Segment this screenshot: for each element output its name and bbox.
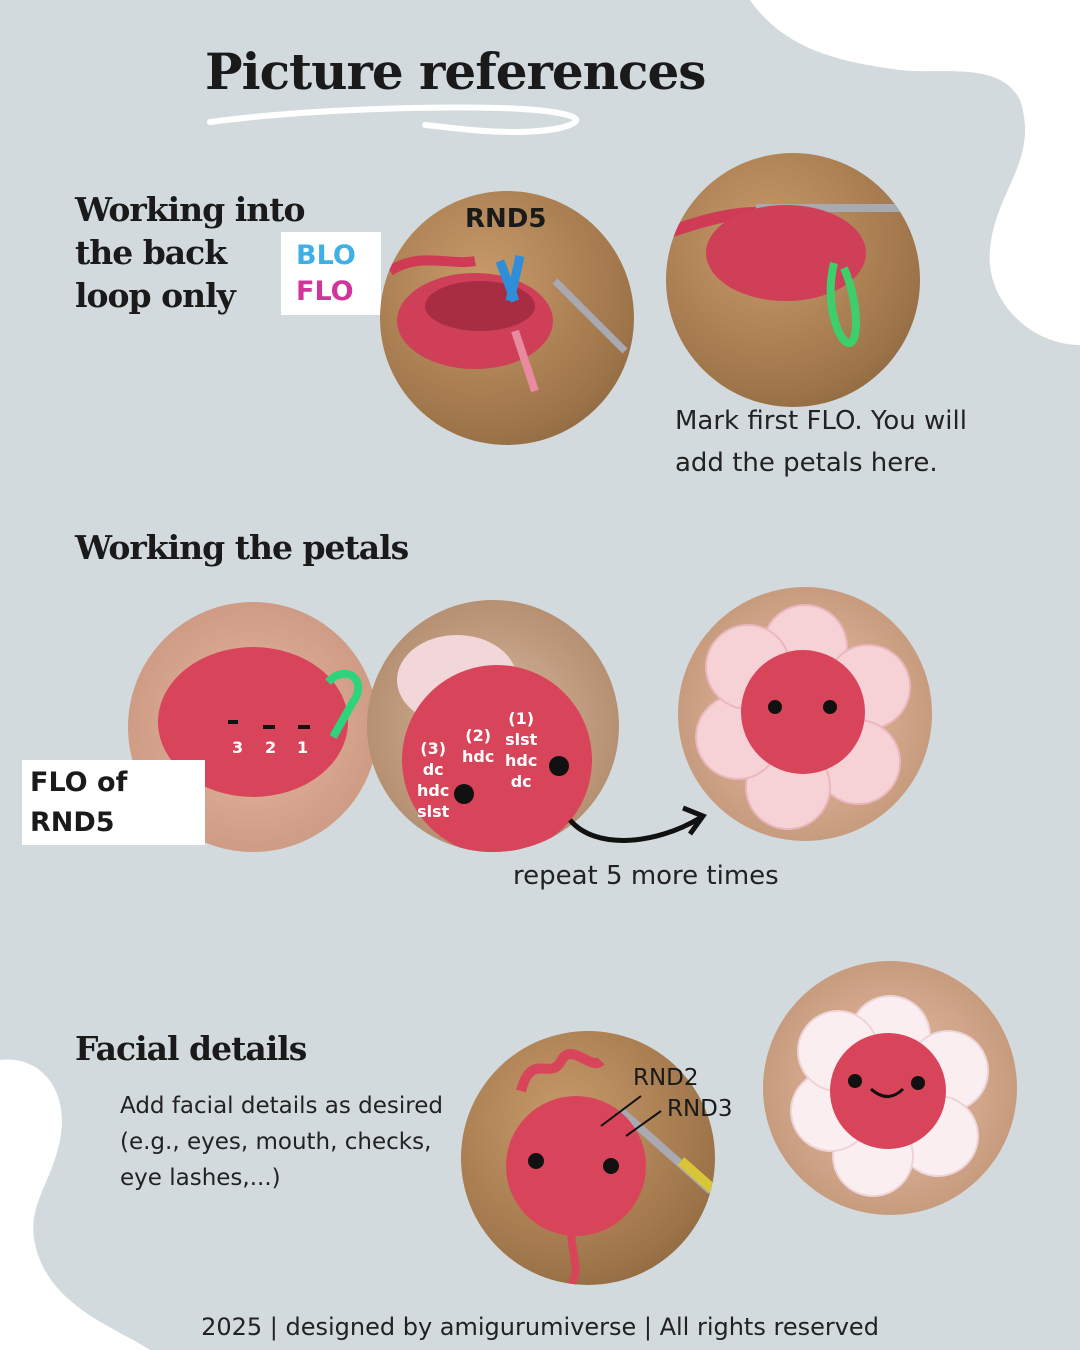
round-label-rnd2: RND2 (633, 1065, 699, 1091)
description-line: eye lashes,...) (120, 1165, 281, 1191)
group-number: (3) (420, 739, 447, 758)
round-label-rnd3: RND3 (667, 1096, 733, 1122)
caption-line: Mark first FLO. You will (675, 406, 967, 436)
stitch: hdc (462, 747, 495, 766)
blo-flo-legend: BLO FLO (281, 232, 381, 315)
stitch: dc (510, 772, 532, 791)
stitch-group-3: (3) dc hdc slst (417, 738, 449, 822)
curved-arrow-icon (568, 805, 707, 843)
stitch: slst (417, 802, 450, 821)
heading-line: Working into (75, 190, 306, 229)
marker-number: 2 (265, 738, 277, 757)
facial-description: Add facial details as desired (e.g., eye… (120, 1088, 443, 1196)
group-number: (1) (508, 709, 535, 728)
marker-number: 3 (232, 738, 244, 757)
stitch: dc (422, 760, 444, 779)
flo-of-rnd5-label: FLO of RND5 (22, 760, 205, 845)
caption-mark-first-flo: Mark first FLO. You will add the petals … (675, 400, 967, 484)
group-number: (2) (465, 726, 492, 745)
label-line: RND5 (30, 807, 115, 838)
title-underline-swoosh (207, 104, 579, 135)
repeat-caption: repeat 5 more times (513, 861, 779, 891)
stitch-group-1: (1) slst hdc dc (505, 708, 537, 792)
section-heading-petals: Working the petals (75, 528, 409, 567)
photo-blo-work: RND5 (380, 191, 634, 445)
photo-marked-flo (666, 153, 920, 407)
description-line: (e.g., eyes, mouth, checks, (120, 1129, 432, 1155)
blo-label: BLO (296, 240, 356, 271)
section-heading-facial: Facial details (75, 1029, 307, 1068)
photo-finished-face (763, 961, 1017, 1215)
heading-line: loop only (75, 276, 236, 315)
description-line: Add facial details as desired (120, 1093, 444, 1119)
stitch-group-2: (2) hdc (462, 725, 494, 767)
photo-label-rnd5: RND5 (465, 204, 547, 234)
section-heading-back-loop: Working into the back loop only (75, 188, 306, 317)
caption-line: add the petals here. (675, 448, 938, 478)
heading-line: the back (75, 233, 227, 272)
page-title: Picture references (205, 42, 706, 101)
stitch: hdc (505, 751, 538, 770)
stitch: hdc (417, 781, 450, 800)
photo-finished-flower (678, 587, 932, 841)
marker-number: 1 (297, 738, 309, 757)
photo-facial-rounds (461, 1031, 715, 1285)
stitch: slst (505, 730, 538, 749)
label-line: FLO of (30, 767, 128, 798)
flo-label: FLO (296, 276, 354, 307)
footer-credit: 2025 | designed by amigurumiverse | All … (201, 1313, 879, 1341)
photo-stitch-petals: (1) slst hdc dc (2) hdc (3) dc hdc slst (367, 600, 619, 852)
